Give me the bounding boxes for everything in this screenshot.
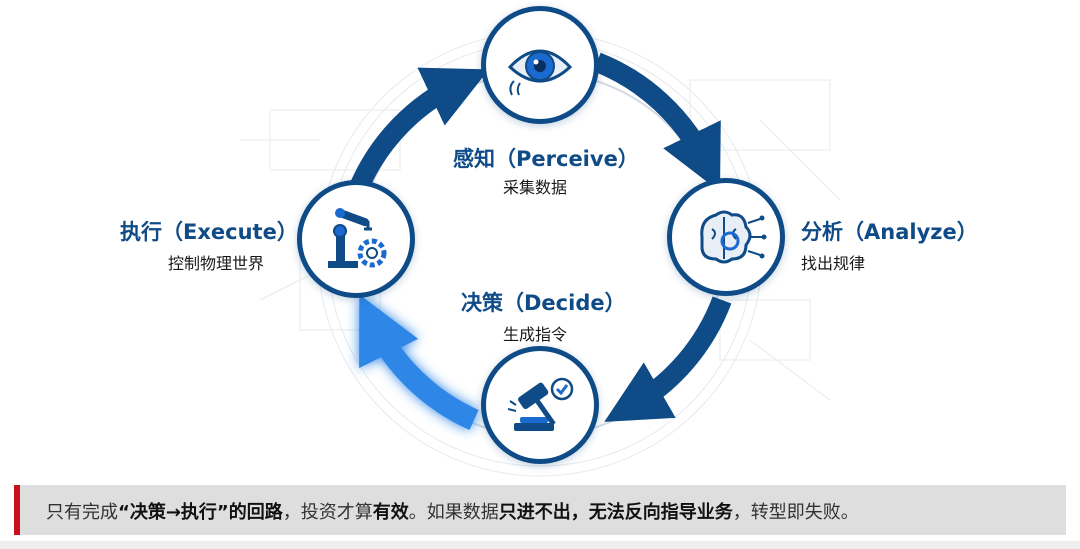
bottom-strip xyxy=(0,541,1080,549)
summary-part-4: 有效 xyxy=(372,502,409,523)
perceive-title: 感知（Perceive） xyxy=(453,147,639,171)
decide-title: 决策（Decide） xyxy=(461,291,626,315)
gavel-icon xyxy=(507,377,574,431)
summary-text: 只有完成“决策→执行”的回路，投资才算有效。如果数据只进不出，无法反向指导业务，… xyxy=(46,498,859,524)
eye-icon xyxy=(507,49,573,96)
brain-circuit-icon xyxy=(700,210,767,264)
node-analyze xyxy=(667,178,785,296)
node-execute xyxy=(297,180,415,298)
summary-part-2: “决策→执行”的回路 xyxy=(118,502,283,523)
summary-part-6: 只进不出，无法反向指导业务 xyxy=(498,502,733,523)
execute-title: 执行（Execute） xyxy=(120,220,298,244)
arrow-decide-to-execute xyxy=(359,294,479,431)
decide-subtitle: 生成指令 xyxy=(503,325,568,344)
analyze-subtitle: 找出规律 xyxy=(801,254,866,273)
analyze-title: 分析（Analyze） xyxy=(801,220,978,244)
summary-part-1: 只有完成 xyxy=(46,502,118,523)
summary-part-5: 。如果数据 xyxy=(408,502,499,523)
execute-subtitle: 控制物理世界 xyxy=(168,254,265,273)
node-perceive xyxy=(481,6,599,124)
robot-arm-gear-icon xyxy=(328,208,387,268)
perceive-subtitle: 采集数据 xyxy=(503,178,568,197)
summary-part-7: ，转型即失败。 xyxy=(732,502,859,523)
arrow-analyze-to-decide xyxy=(604,296,732,422)
summary-banner: 只有完成“决策→执行”的回路，投资才算有效。如果数据只进不出，无法反向指导业务，… xyxy=(14,485,1066,535)
arrow-execute-to-perceive xyxy=(350,67,489,190)
node-decide xyxy=(481,346,599,464)
summary-part-3: ，投资才算 xyxy=(282,502,373,523)
arrow-perceive-to-analyze xyxy=(593,52,721,192)
